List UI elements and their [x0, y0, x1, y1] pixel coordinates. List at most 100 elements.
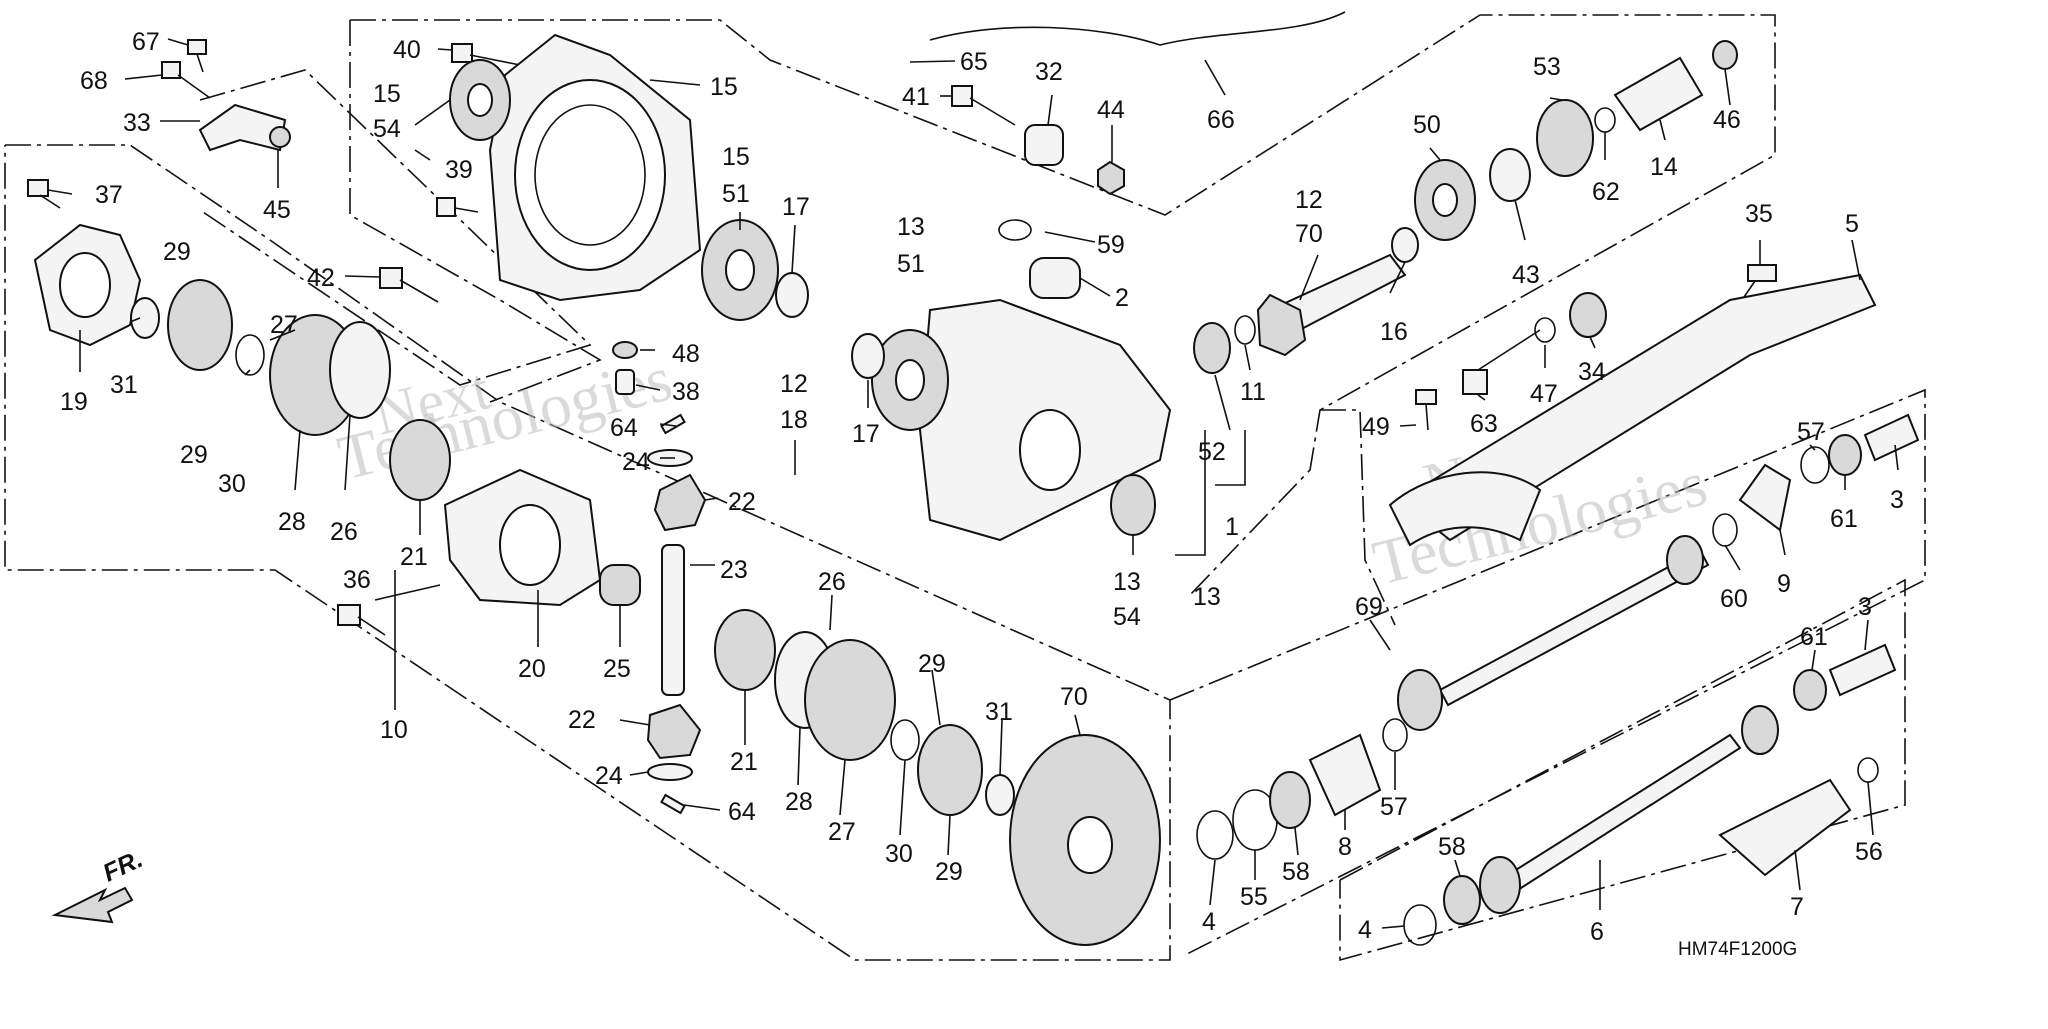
callouts: 67 68 33 45 40 15 54 39 42 15 15 65 41 3… — [60, 28, 1904, 946]
spring-3-lower — [1828, 643, 1897, 697]
border-housing-group — [349, 20, 602, 403]
leader-lines — [47, 38, 1899, 929]
callout-41: 41 — [902, 83, 930, 111]
washer-31-lower — [985, 774, 1015, 816]
callout-70-b: 70 — [1060, 683, 1088, 711]
drive-shaft-69 — [1438, 548, 1710, 707]
callout-26-b: 26 — [818, 568, 846, 596]
callout-51-b: 51 — [897, 250, 925, 278]
callout-17-a: 17 — [782, 193, 810, 221]
spring-3-upper — [1863, 413, 1920, 462]
callout-57-a: 57 — [1797, 418, 1825, 446]
plug-2 — [1029, 257, 1081, 299]
fr-arrow-icon — [51, 886, 134, 924]
bearing-53 — [1536, 99, 1594, 177]
ring-57-lower — [1382, 718, 1408, 752]
ring-29-lower — [917, 724, 983, 816]
callout-70-a: 70 — [1295, 220, 1323, 248]
callout-66: 66 — [1207, 106, 1235, 134]
callout-39: 39 — [445, 156, 473, 184]
border-top-group — [350, 14, 1776, 596]
callout-24-a: 24 — [622, 448, 650, 476]
bearing-52 — [1193, 322, 1231, 374]
boot-9 — [1738, 463, 1792, 532]
ring-4-upper — [1196, 810, 1234, 860]
callout-59: 59 — [1097, 231, 1125, 259]
ring-56 — [1857, 757, 1879, 783]
plug-38 — [615, 369, 635, 395]
bolt-41 — [951, 85, 1016, 126]
callout-35: 35 — [1745, 200, 1773, 228]
callout-30-a: 30 — [218, 470, 246, 498]
callout-30-b: 30 — [885, 840, 913, 868]
callout-22-b: 22 — [568, 706, 596, 734]
callout-44: 44 — [1097, 96, 1125, 124]
callout-2: 2 — [1115, 284, 1129, 312]
face-cam-21-lower — [714, 609, 776, 691]
border-axle-group — [1320, 409, 1396, 626]
bolt-39 — [436, 197, 479, 217]
breather-hose — [929, 11, 1346, 46]
callout-33: 33 — [123, 109, 151, 137]
callout-34: 34 — [1578, 358, 1606, 386]
callout-10: 10 — [380, 716, 408, 744]
diagram-code: HM74F1200G — [1678, 939, 1797, 960]
callout-54-b: 54 — [1113, 603, 1141, 631]
callout-6: 6 — [1590, 918, 1604, 946]
washer-24-lower — [647, 763, 693, 781]
washer-31 — [130, 297, 160, 339]
callout-40: 40 — [393, 36, 421, 64]
callout-24-b: 24 — [595, 762, 623, 790]
callout-68: 68 — [80, 67, 108, 95]
callout-22-a: 22 — [728, 488, 756, 516]
callout-13-a: 13 — [897, 213, 925, 241]
callout-13-c: 13 — [1193, 583, 1221, 611]
washer-16 — [1391, 227, 1419, 263]
callout-31-b: 31 — [985, 698, 1013, 726]
border-left-group — [4, 144, 1171, 961]
callout-55: 55 — [1240, 883, 1268, 911]
case-ring — [534, 104, 646, 246]
nut-46 — [1712, 40, 1738, 70]
pinion-gear — [1256, 293, 1307, 357]
bushing-34 — [1569, 292, 1607, 338]
bolt-63 — [1462, 329, 1541, 395]
callout-63: 63 — [1470, 410, 1498, 438]
callout-9: 9 — [1777, 570, 1791, 598]
callout-46: 46 — [1713, 106, 1741, 134]
nut-43 — [1489, 148, 1531, 202]
callout-29-a: 29 — [163, 238, 191, 266]
callout-29-b: 29 — [180, 441, 208, 469]
callout-15-a: 15 — [373, 80, 401, 108]
callout-61-b: 61 — [1800, 623, 1828, 651]
callout-1: 1 — [1225, 513, 1239, 541]
ring-61-lower — [1793, 669, 1827, 711]
callout-49: 49 — [1362, 413, 1390, 441]
bolt-68 — [161, 61, 211, 99]
bolt-67 — [187, 39, 207, 73]
callout-13-b: 13 — [1113, 568, 1141, 596]
ring-57-upper — [1800, 446, 1830, 484]
bolt-37 — [27, 179, 61, 209]
border-bracket-group — [199, 69, 592, 386]
callout-19: 19 — [60, 388, 88, 416]
callout-29-d: 29 — [935, 858, 963, 886]
callout-32: 32 — [1035, 58, 1063, 86]
callout-5: 5 — [1845, 210, 1859, 238]
ring-62 — [1594, 107, 1616, 133]
callout-21-b: 21 — [730, 748, 758, 776]
callout-50: 50 — [1413, 111, 1441, 139]
axle-housing-5 — [1398, 273, 1877, 542]
ring-58-lower — [1443, 875, 1481, 925]
seal-17 — [775, 272, 809, 318]
callout-37: 37 — [95, 181, 123, 209]
callout-61-a: 61 — [1830, 505, 1858, 533]
callout-17-b: 17 — [852, 420, 880, 448]
joint-14 — [1613, 56, 1704, 132]
callout-43: 43 — [1512, 261, 1540, 289]
ring-60 — [1712, 513, 1738, 547]
callout-12-b: 12 — [780, 370, 808, 398]
boot-7 — [1718, 778, 1852, 877]
callout-51-a: 51 — [722, 180, 750, 208]
